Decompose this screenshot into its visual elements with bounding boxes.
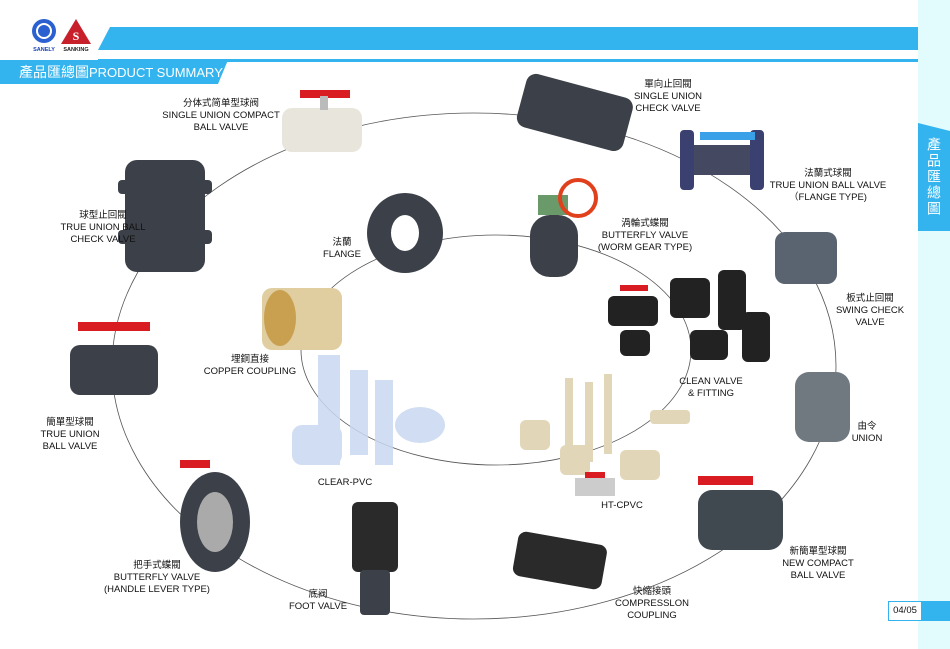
right-margin-strip [918,0,950,649]
handle-lever-image [180,460,250,572]
union-image [795,372,850,442]
product-diagram [70,73,850,620]
worm-gear-image [530,178,598,277]
ball-check-image [118,160,212,272]
ht-cpvc-image [520,374,690,496]
compression-image [512,531,607,590]
label-clear-pvc: CLEAR-PVC [317,477,373,488]
flange-ball-image [680,130,764,190]
side-tab[interactable]: 產品匯總圖 [918,123,950,231]
label-clean-valve: CLEAN VALVE& FITTING [679,376,743,399]
clean-valve-image [608,270,770,362]
single-union-compact-image [282,90,362,152]
flange-image [367,193,443,273]
page-number: 04/05 [889,602,921,620]
svg-text:S: S [73,29,80,43]
sanely-logo: SANELY [28,18,60,53]
header-line [98,59,918,62]
clear-pvc-image [292,355,445,465]
sanking-logo: S SANKING [60,18,92,53]
triangle-logo-icon: S [61,19,91,44]
page-title: 產品匯總圖PRODUCT SUMMARY [0,60,228,84]
logo-text: SANKING [63,47,89,53]
copper-coupling-image [262,288,342,350]
header-bar [98,27,918,50]
single-union-check-image [516,73,633,152]
globe-icon [32,19,56,43]
foot-valve-image [352,502,398,615]
logo-text: SANELY [33,47,55,53]
label-ht-cpvc: HT-CPVC [601,500,643,511]
new-compact-image [698,476,783,550]
true-union-ball-image [70,322,158,395]
swing-check-image [775,232,837,284]
